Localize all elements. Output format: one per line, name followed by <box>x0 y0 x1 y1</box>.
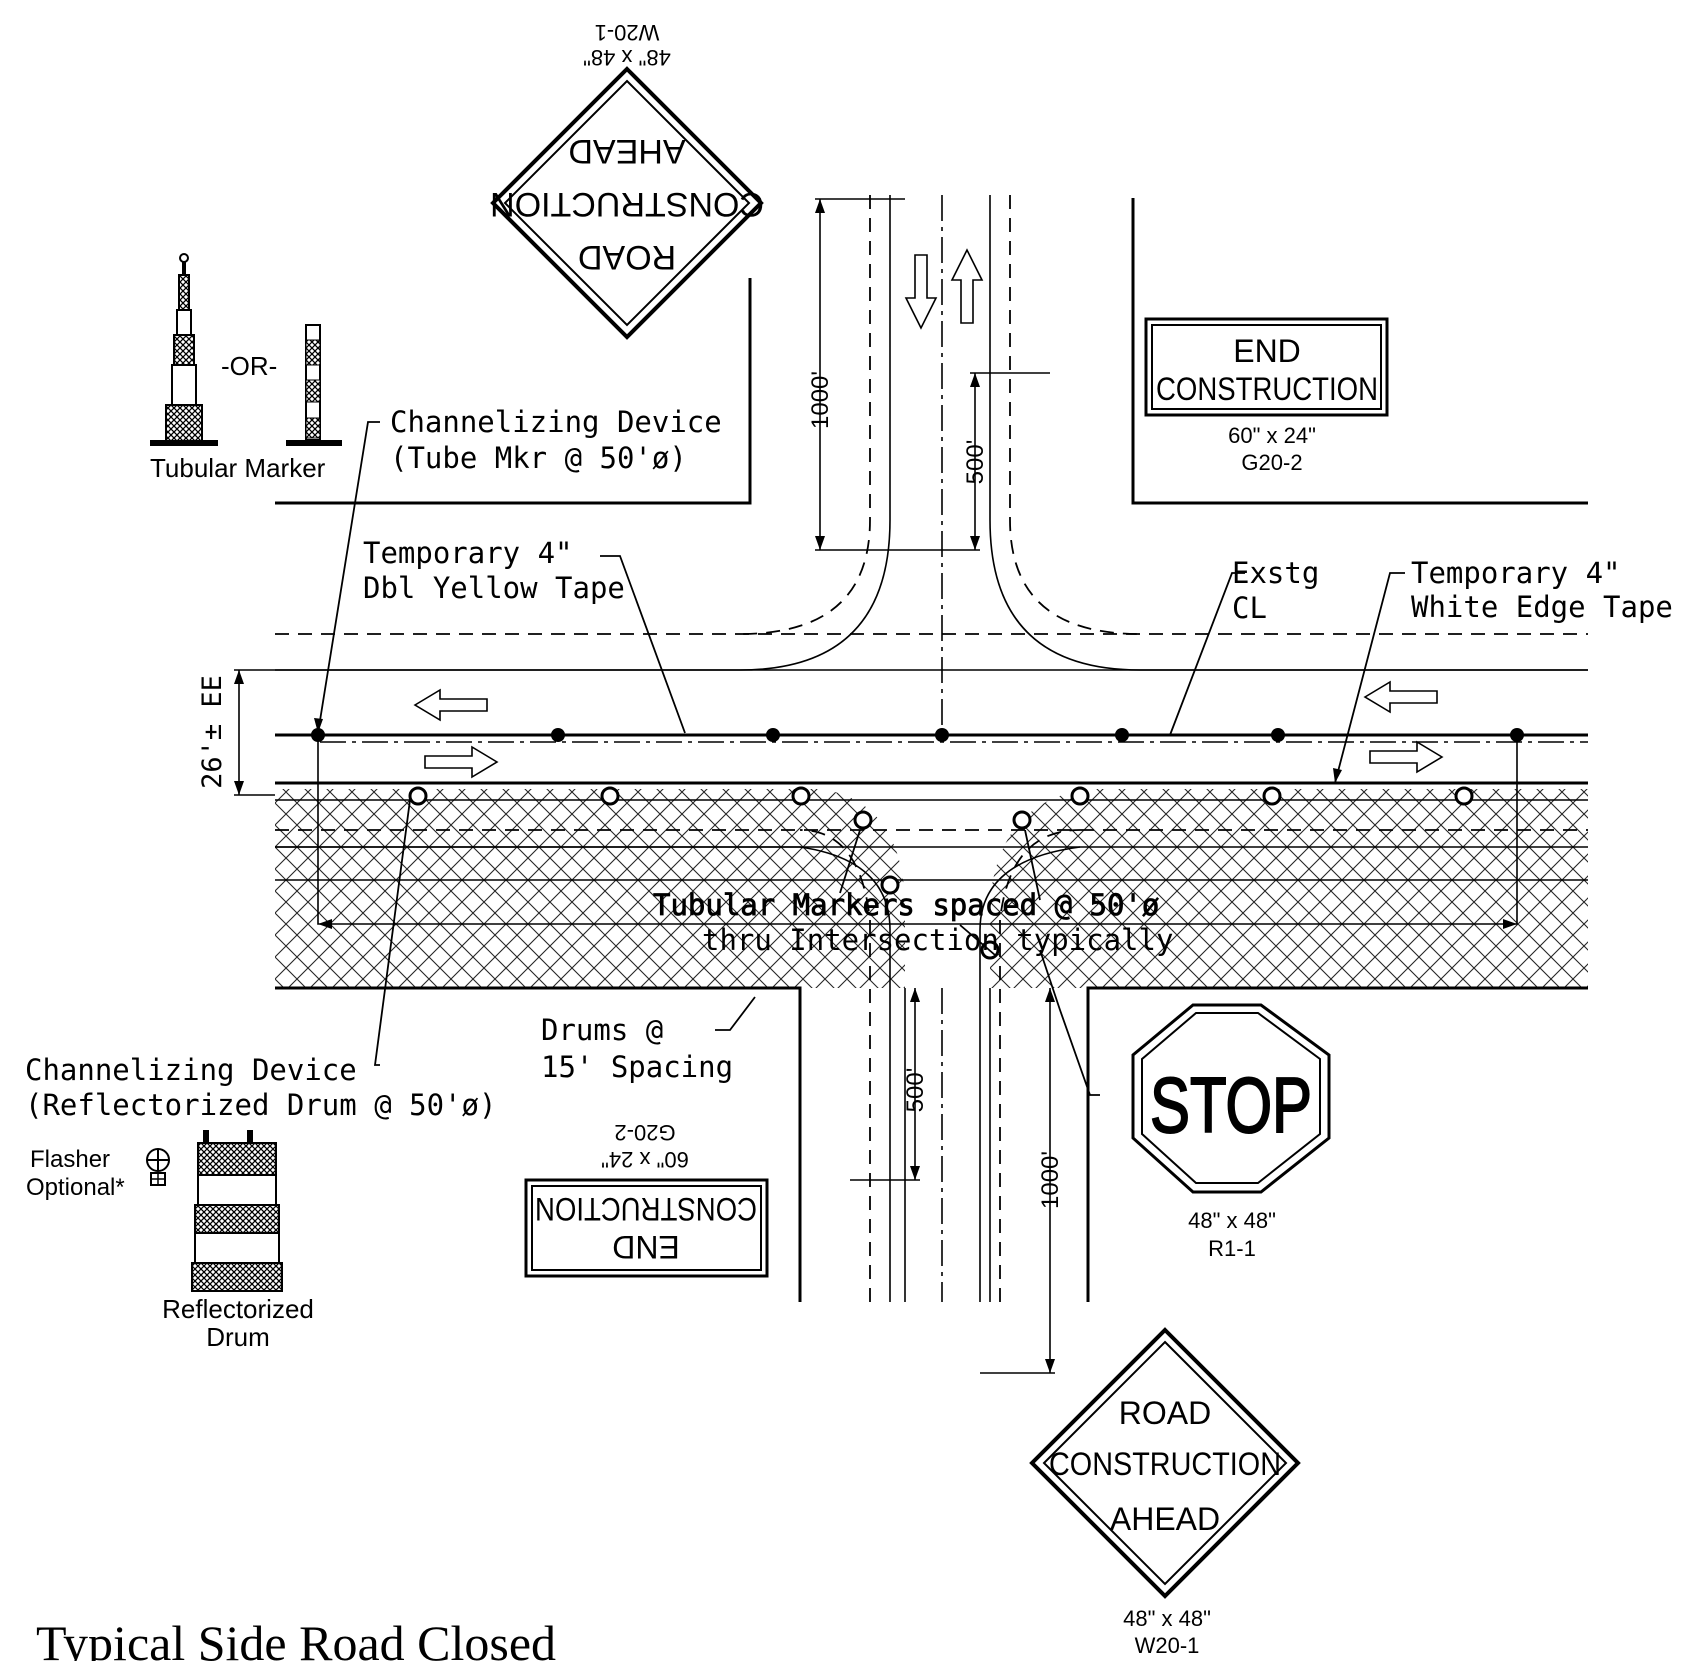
sign-g20-2-top-line2: CONSTRUCTION <box>1156 371 1378 407</box>
sign-w20-1-bottom-size: 48" x 48" <box>1123 1606 1211 1631</box>
sign-g20-2-bottom-code: G20-2 <box>614 1120 675 1145</box>
sign-w20-1-top: ROAD CONSTRUCTION AHEAD 48" x 48" W20-1 <box>490 20 764 340</box>
legend-tubular-marker-cone <box>150 253 218 446</box>
sign-g20-2-top: END CONSTRUCTION 60" x 24" G20-2 <box>1144 317 1389 475</box>
callout-exstg-2: CL <box>1232 591 1267 625</box>
legend-tubular-marker-post <box>286 324 342 446</box>
callout-white-edge-1: Temporary 4" <box>1411 556 1621 590</box>
legend-drum-label-2: Drum <box>206 1322 270 1352</box>
flasher-icon <box>146 1148 170 1186</box>
road-edges <box>275 195 1588 1302</box>
sign-g20-2-bottom-size: 60" x 24" <box>601 1147 689 1172</box>
callout-tubular-spaced-2: thru Intersection typically <box>702 923 1173 957</box>
dimension-lines <box>234 198 1518 1374</box>
callout-exstg-1: Exstg <box>1232 556 1319 590</box>
callout-chan-drum-2: (Reflectorized Drum @ 50'ø) <box>25 1088 496 1122</box>
dim-width: 26'± EE <box>197 675 228 789</box>
callout-chan-tube-2: (Tube Mkr @ 50'ø) <box>390 441 687 475</box>
legend-reflectorized-drum <box>191 1130 283 1292</box>
legend-optional-label: Optional* <box>26 1174 125 1201</box>
dim-top-long: 1000' <box>807 371 834 429</box>
sign-w20-1-bottom: ROAD CONSTRUCTION AHEAD 48" x 48" W20-1 <box>1029 1327 1301 1658</box>
callout-chan-drum-1: Channelizing Device <box>25 1053 357 1087</box>
sign-stop-text: STOP <box>1150 1061 1312 1149</box>
legend-drum-label-1: Reflectorized <box>162 1294 314 1324</box>
sign-w20-1-bottom-line3: AHEAD <box>1110 1501 1220 1537</box>
sign-w20-1-top-line1: ROAD <box>578 238 676 276</box>
tubular-markers-cl <box>311 728 1524 742</box>
sign-w20-1-top-line2: CONSTRUCTION <box>490 185 764 223</box>
sign-g20-2-bottom-line1: END <box>612 1229 680 1265</box>
dim-bottom-long: 1000' <box>1037 1151 1064 1209</box>
sign-g20-2-bottom: END CONSTRUCTION 60" x 24" G20-2 <box>524 1120 769 1278</box>
callout-drums-2: 15' Spacing <box>541 1050 733 1084</box>
legend-tubular-marker-label: Tubular Marker <box>150 453 326 483</box>
sign-w20-1-bottom-code: W20-1 <box>1135 1633 1200 1658</box>
drums <box>408 786 1474 960</box>
sign-g20-2-top-code: G20-2 <box>1241 450 1302 475</box>
sign-stop-code: R1-1 <box>1208 1236 1256 1261</box>
sign-stop-size: 48" x 48" <box>1188 1208 1276 1233</box>
legend-flasher-label: Flasher <box>30 1146 110 1173</box>
sign-g20-2-bottom-line2: CONSTRUCTION <box>535 1191 757 1227</box>
callout-dbl-yellow-2: Dbl Yellow Tape <box>363 571 625 605</box>
sign-g20-2-top-line1: END <box>1233 333 1301 369</box>
sign-w20-1-bottom-line1: ROAD <box>1119 1395 1211 1431</box>
legend-or-text: -OR- <box>221 351 277 381</box>
callout-leaders <box>314 421 1405 1096</box>
sign-w20-1-top-size: 48" x 48" <box>583 45 671 70</box>
callout-white-edge-2: White Edge Tape <box>1411 590 1673 624</box>
dim-bottom-short: 500' <box>902 1068 929 1113</box>
callout-dbl-yellow-1: Temporary 4" <box>363 536 573 570</box>
sign-g20-2-top-size: 60" x 24" <box>1228 423 1316 448</box>
sign-stop: STOP 48" x 48" R1-1 <box>1131 1003 1331 1261</box>
callout-drums-1: Drums @ <box>541 1013 663 1047</box>
page-title: Typical Side Road Closed <box>36 1615 556 1661</box>
sign-w20-1-bottom-line2: CONSTRUCTION <box>1049 1446 1281 1482</box>
dim-top-short: 500' <box>962 440 989 485</box>
travel-arrows <box>413 248 1444 779</box>
callout-tubular-spaced-1: Tubular Markers spaced @ 50'ø <box>653 888 1159 922</box>
sign-w20-1-top-code: W20-1 <box>595 20 660 45</box>
closed-area-hatching <box>275 789 1588 988</box>
sign-w20-1-top-line3: AHEAD <box>568 132 685 170</box>
callout-chan-tube-1: Channelizing Device <box>390 405 722 439</box>
